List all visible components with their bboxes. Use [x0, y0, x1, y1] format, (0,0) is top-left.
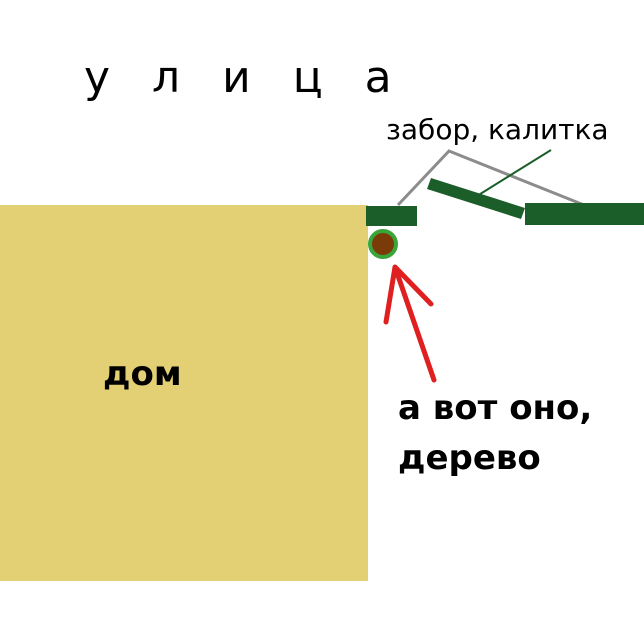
tree-label-line-2: дерево [398, 438, 541, 478]
house-label: дом [103, 354, 182, 394]
fence-segment-right [525, 203, 644, 225]
gate-pointer-line [476, 149, 552, 197]
house-block [0, 205, 368, 581]
street-label: у л и ц а [84, 52, 406, 103]
tree-icon [368, 229, 398, 259]
arrow-icon [383, 264, 437, 383]
tree-label: а вот оно, дерево [398, 383, 592, 483]
fence-gate-label: забор, калитка [386, 113, 609, 146]
gate [427, 178, 525, 219]
fence-segment-left [366, 206, 417, 226]
tree-label-line-1: а вот оно, [398, 388, 593, 428]
fence-pointer-line [396, 149, 585, 207]
